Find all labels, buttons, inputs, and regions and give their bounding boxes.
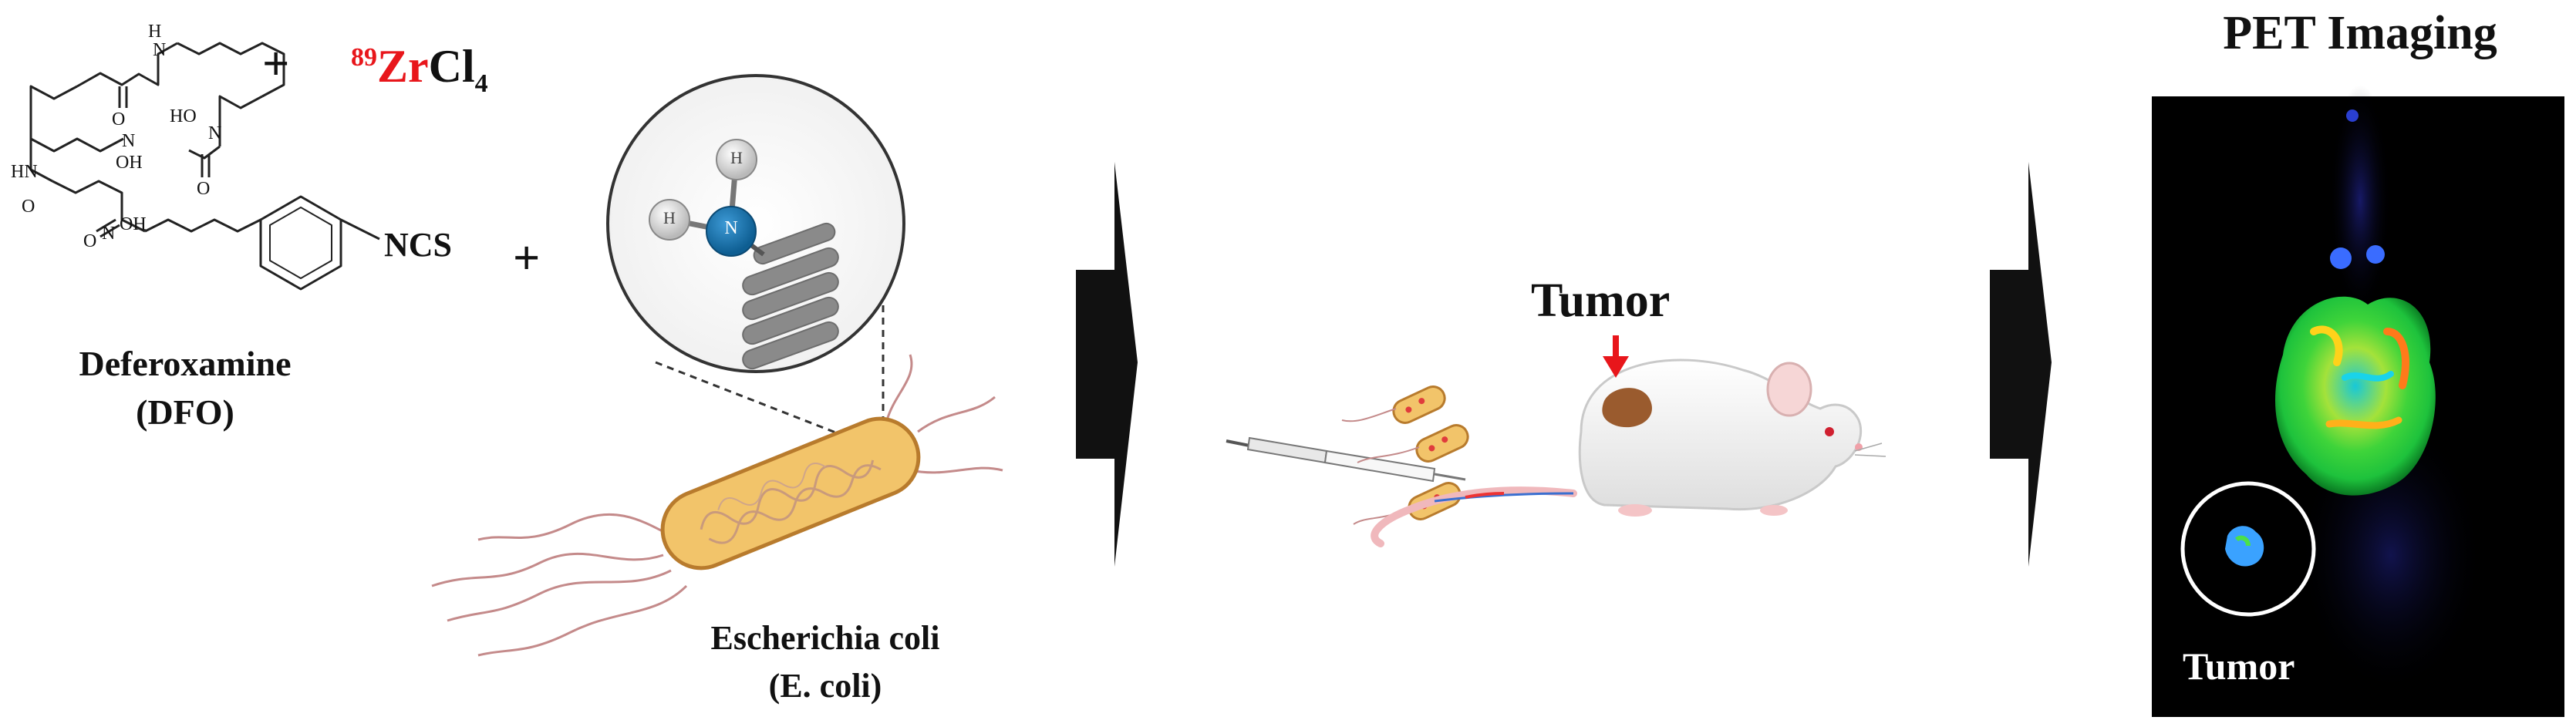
benzene-ring — [259, 195, 342, 291]
compound-subscript: 4 — [474, 69, 488, 98]
ecoli-abbrev: (E. coli) — [768, 667, 882, 705]
atom-hn-left: HN — [11, 162, 38, 182]
injected-bacteria — [1341, 385, 1469, 525]
ncs-group-label: NCS — [384, 226, 453, 264]
tumor-pointer-arrow — [1603, 335, 1629, 378]
atom-n-mid: N — [122, 131, 136, 151]
atom-oh-mid: OH — [116, 153, 143, 173]
atom-n-top: N — [153, 40, 167, 60]
process-arrow-2 — [1990, 162, 2052, 567]
protein-coil — [742, 222, 839, 370]
atom-o-1: O — [112, 109, 126, 130]
isotope-mass: 89 — [351, 43, 377, 72]
atom-h-top: H — [148, 22, 162, 42]
pet-uptake-tumor — [2225, 526, 2264, 567]
deferoxamine-abbrev: (DFO) — [136, 392, 234, 432]
h-atom-top — [716, 139, 757, 180]
dfo-structure — [29, 42, 380, 291]
syringe — [1226, 436, 1466, 483]
isotope-symbol: Zr — [377, 41, 429, 92]
atom-o-3: O — [22, 197, 35, 217]
zoom-inset — [606, 74, 905, 453]
mouse — [1371, 358, 1886, 547]
atom-o-2: O — [197, 179, 211, 199]
zirconium-compound: 89ZrCl4 — [351, 40, 488, 99]
zoom-h-letter-left: H — [663, 208, 676, 227]
mouse-tumor-label: Tumor — [1531, 274, 1671, 327]
plus-sign-2: + — [513, 232, 541, 284]
plus-sign-1: + — [262, 38, 290, 90]
ecoli-flagella — [431, 354, 1003, 657]
atom-n-low: N — [102, 224, 116, 244]
tumor-mass — [1602, 388, 1652, 428]
ecoli-body — [660, 416, 921, 570]
atom-o-4: O — [83, 231, 97, 251]
pet-image — [2152, 85, 2564, 717]
deferoxamine-name: Deferoxamine — [79, 344, 292, 383]
zoom-h-letter-top: H — [730, 148, 743, 167]
ecoli-name: Escherichia coli — [710, 619, 940, 657]
process-arrow-1 — [1076, 162, 1138, 567]
zoom-n-letter: N — [724, 218, 738, 238]
n-atom — [706, 206, 757, 257]
pet-title: PET Imaging — [2223, 7, 2497, 59]
compound-rest: Cl — [428, 41, 475, 92]
pet-uptake-main — [2275, 296, 2436, 496]
atom-oh-low: OH — [120, 214, 147, 234]
dfo-upper-chain — [76, 42, 178, 88]
atom-n-top2: N — [208, 123, 222, 143]
pet-tumor-circle — [2180, 481, 2316, 617]
ecoli-bacterium — [431, 354, 1003, 657]
h-atom-left — [649, 199, 690, 241]
pet-tumor-label: Tumor — [2183, 645, 2295, 688]
atom-ho-top: HO — [170, 106, 197, 126]
